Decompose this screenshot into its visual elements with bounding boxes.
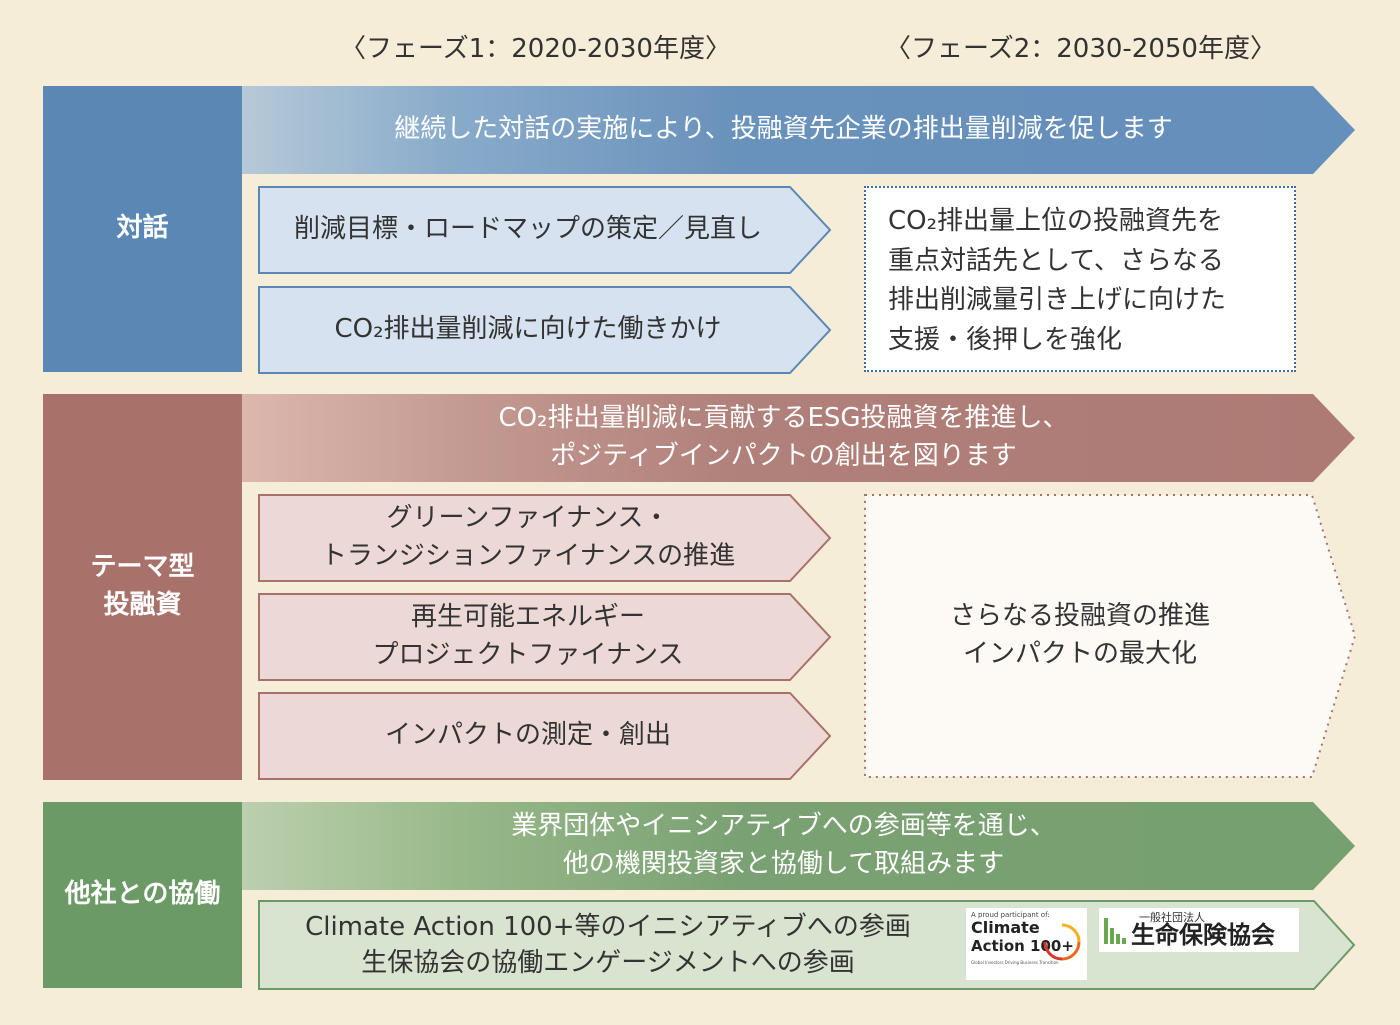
thematic-item-1-arrow [258, 494, 832, 582]
thematic-item-2-text: 再生可能エネルギー プロジェクトファイナンス [258, 593, 832, 681]
climate-action-100-logo: A proud participant of: Climate Action 1… [966, 908, 1087, 980]
thematic-label-line-2: 投融資 [103, 590, 182, 620]
collaboration-banner: 業界団体やイニシアティブへの参画等を通じ、 他の機関投資家と協働して取組みます [242, 802, 1355, 890]
collaboration-section-label: 他社との協働 [43, 802, 242, 988]
thematic-phase2-arrow [864, 494, 1357, 778]
thematic-item-1-line-2: トランジションファイナンスの推進 [320, 541, 736, 571]
thematic-banner-line-1: CO₂排出量削減に貢献するESG投融資を推進し、 [498, 403, 1069, 434]
thematic-label-line-1: テーマ型 [90, 552, 195, 583]
collaboration-banner-line-2: 他の機関投資家と協働して取組みます [562, 849, 1005, 879]
ca100-subtext: Global Investors Driving Business Transi… [971, 960, 1059, 965]
thematic-item-1-line-1: グリーンファイナンス・ [386, 503, 670, 534]
thematic-banner: CO₂排出量削減に貢献するESG投融資を推進し、 ポジティブインパクトの創出を図… [242, 394, 1355, 482]
dialogue-phase2-line-3: 排出削減量引き上げに向けた [888, 285, 1227, 316]
dialogue-phase2-box: CO₂排出量上位の投融資先を 重点対話先として、さらなる 排出削減量引き上げに向… [864, 186, 1296, 372]
thematic-item-2-line-2: プロジェクトファイナンス [372, 640, 684, 670]
dialogue-phase2-line-4: 支援・後押しを強化 [888, 324, 1123, 355]
collaboration-item-text: Climate Action 100+等のイニシアティブへの参画 生保協会の協働… [258, 900, 958, 990]
ca100-tagline: A proud participant of: [971, 911, 1050, 919]
dialogue-item-2-text: CO₂排出量削減に向けた働きかけ [334, 314, 722, 345]
thematic-item-1-text: グリーンファイナンス・ トランジションファイナンスの推進 [258, 494, 832, 582]
dialogue-phase2-line-1: CO₂排出量上位の投融資先を [888, 206, 1224, 236]
dialogue-phase2-line-2: 重点対話先として、さらなる [888, 245, 1224, 276]
phase1-header: 〈フェーズ1：2020-2030年度〉 [340, 34, 731, 64]
lia-mark-icon [1104, 918, 1126, 944]
ca100-name-1: Climate [971, 918, 1040, 937]
thematic-phase2-line-1: さらなる投融資の推進 [949, 601, 1210, 632]
thematic-banner-line-2: ポジティブインパクトの創出を図ります [550, 441, 1017, 471]
dialogue-section-label: 対話 [43, 86, 242, 372]
dialogue-item-2-arrow [258, 286, 832, 374]
thematic-item-2-line-1: 再生可能エネルギー [410, 602, 645, 633]
collaboration-banner-line-1: 業界団体やイニシアティブへの参画等を通じ、 [511, 811, 1056, 842]
thematic-phase2-line-2: インパクトの最大化 [962, 639, 1197, 669]
collaboration-item-line-2: 生保協会の協働エンゲージメントへの参画 [361, 948, 855, 978]
life-insurance-association-logo: 一般社団法人 生命保険協会 [1099, 908, 1299, 952]
phase2-header: 〈フェーズ2：2030-2050年度〉 [885, 34, 1276, 64]
thematic-section-label: テーマ型 投融資 [43, 394, 242, 780]
ca100-ring-icon [1043, 923, 1081, 961]
thematic-phase2-text: さらなる投融資の推進 インパクトの最大化 [864, 494, 1296, 778]
dialogue-banner: 継続した対話の実施により、投融資先企業の排出量削減を促します [242, 86, 1355, 174]
lia-name: 生命保険協会 [1131, 921, 1275, 949]
thematic-item-3-arrow [258, 692, 832, 780]
thematic-item-2-arrow [258, 593, 832, 681]
collaboration-item-line-1: Climate Action 100+等のイニシアティブへの参画 [305, 911, 911, 942]
dialogue-item-1-arrow [258, 186, 832, 274]
dialogue-item-1-text: 削減目標・ロードマップの策定／見直し [293, 214, 762, 245]
thematic-item-3-text: インパクトの測定・創出 [384, 720, 671, 751]
dialogue-banner-text: 継続した対話の実施により、投融資先企業の排出量削減を促します [394, 114, 1173, 145]
lia-small-text: 一般社団法人 [1139, 911, 1205, 924]
